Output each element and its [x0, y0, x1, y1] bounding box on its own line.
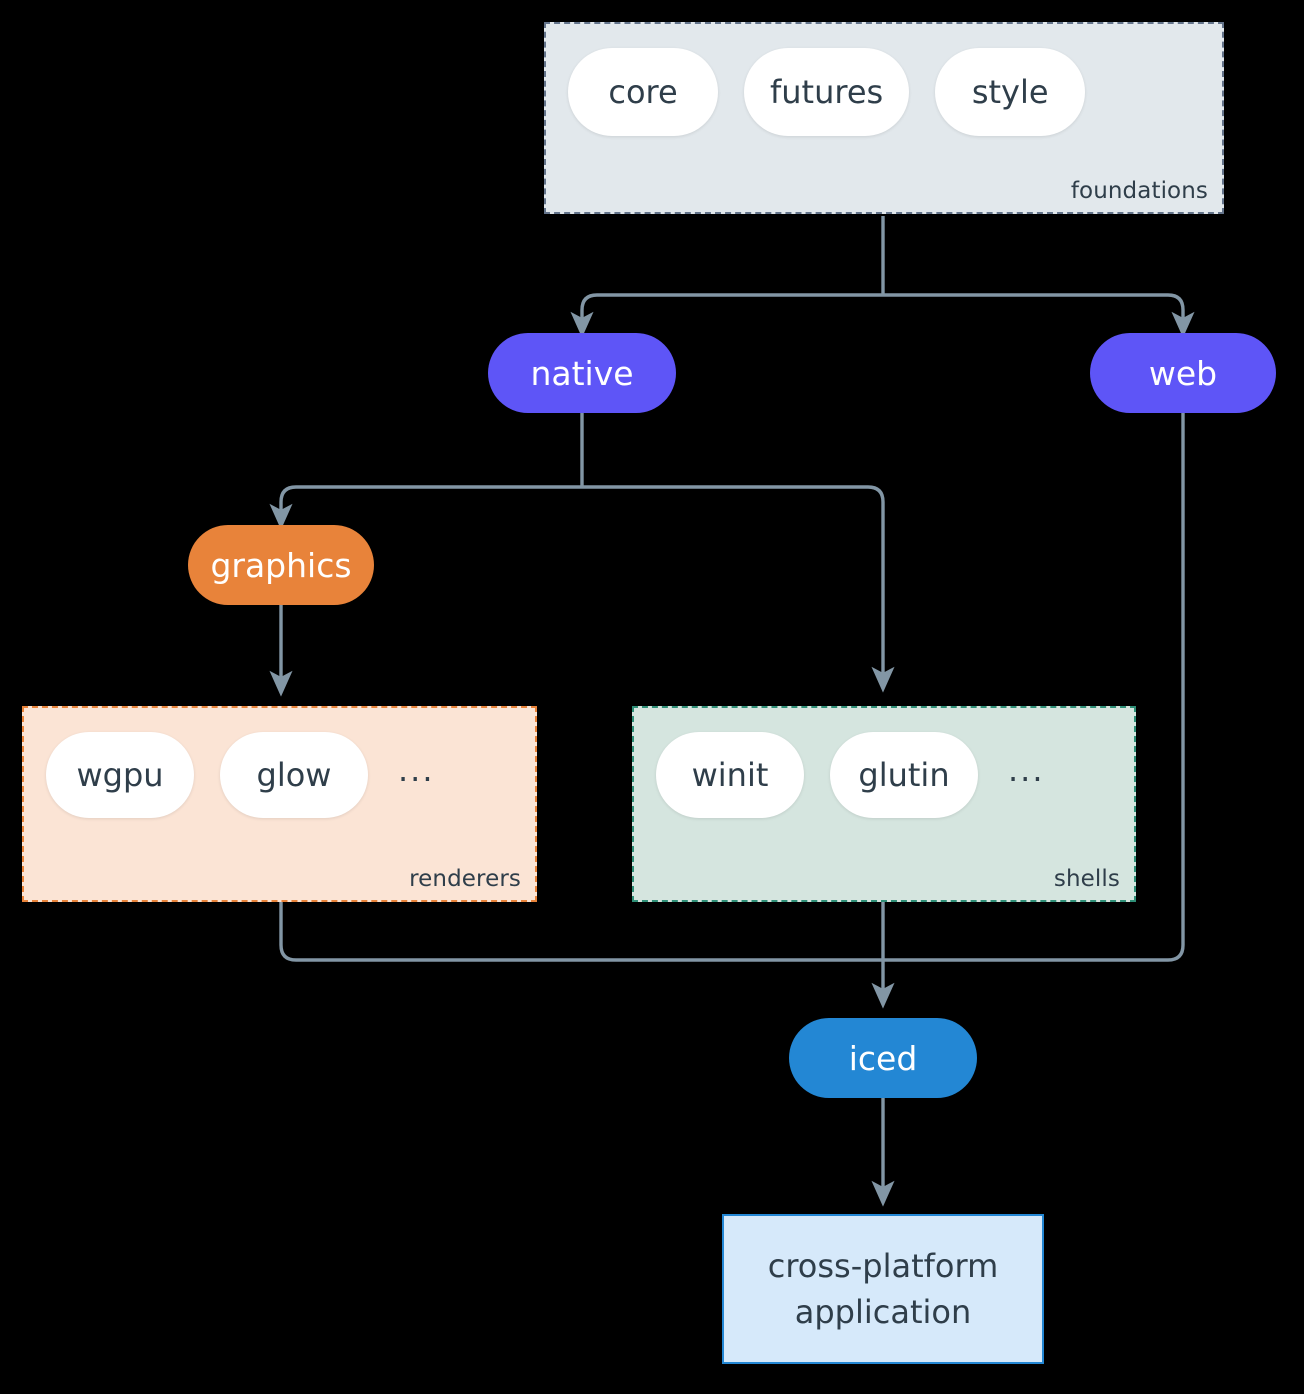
chip-core[interactable]: core — [568, 48, 718, 136]
edge-foundations-web — [883, 293, 1195, 338]
chip-glutin[interactable]: glutin — [830, 732, 978, 818]
shells-chip-row: winit glutin ... — [656, 732, 1045, 818]
group-shells: winit glutin ... shells — [632, 706, 1136, 902]
chip-glow[interactable]: glow — [220, 732, 368, 818]
application-line-1: cross-platform — [767, 1246, 999, 1285]
node-graphics[interactable]: graphics — [188, 525, 374, 605]
edge-foundations-native — [570, 293, 883, 338]
foundations-chip-row: core futures style — [568, 48, 1086, 136]
edge-native-shells — [582, 485, 895, 693]
chip-winit[interactable]: winit — [656, 732, 804, 818]
node-iced[interactable]: iced — [789, 1018, 977, 1098]
renderers-ellipsis-icon: ... — [398, 751, 435, 789]
group-label-foundations: foundations — [1070, 178, 1208, 204]
node-cross-platform-application[interactable]: cross-platform application — [722, 1214, 1044, 1364]
renderers-chip-row: wgpu glow ... — [46, 732, 435, 818]
node-web[interactable]: web — [1090, 333, 1276, 413]
group-renderers: wgpu glow ... renderers — [22, 706, 537, 902]
group-foundations: core futures style foundations — [544, 22, 1224, 214]
node-native[interactable]: native — [488, 333, 676, 413]
chip-style[interactable]: style — [935, 48, 1086, 136]
edge-native-graphics — [269, 485, 582, 530]
edge-renderers-iced — [279, 902, 883, 962]
chip-wgpu[interactable]: wgpu — [46, 732, 194, 818]
edge-web-iced — [883, 413, 1185, 962]
application-line-2: application — [794, 1293, 972, 1331]
chip-futures[interactable]: futures — [744, 48, 910, 136]
group-label-renderers: renderers — [409, 866, 521, 892]
shells-ellipsis-icon: ... — [1008, 751, 1045, 789]
group-label-shells: shells — [1053, 866, 1120, 892]
